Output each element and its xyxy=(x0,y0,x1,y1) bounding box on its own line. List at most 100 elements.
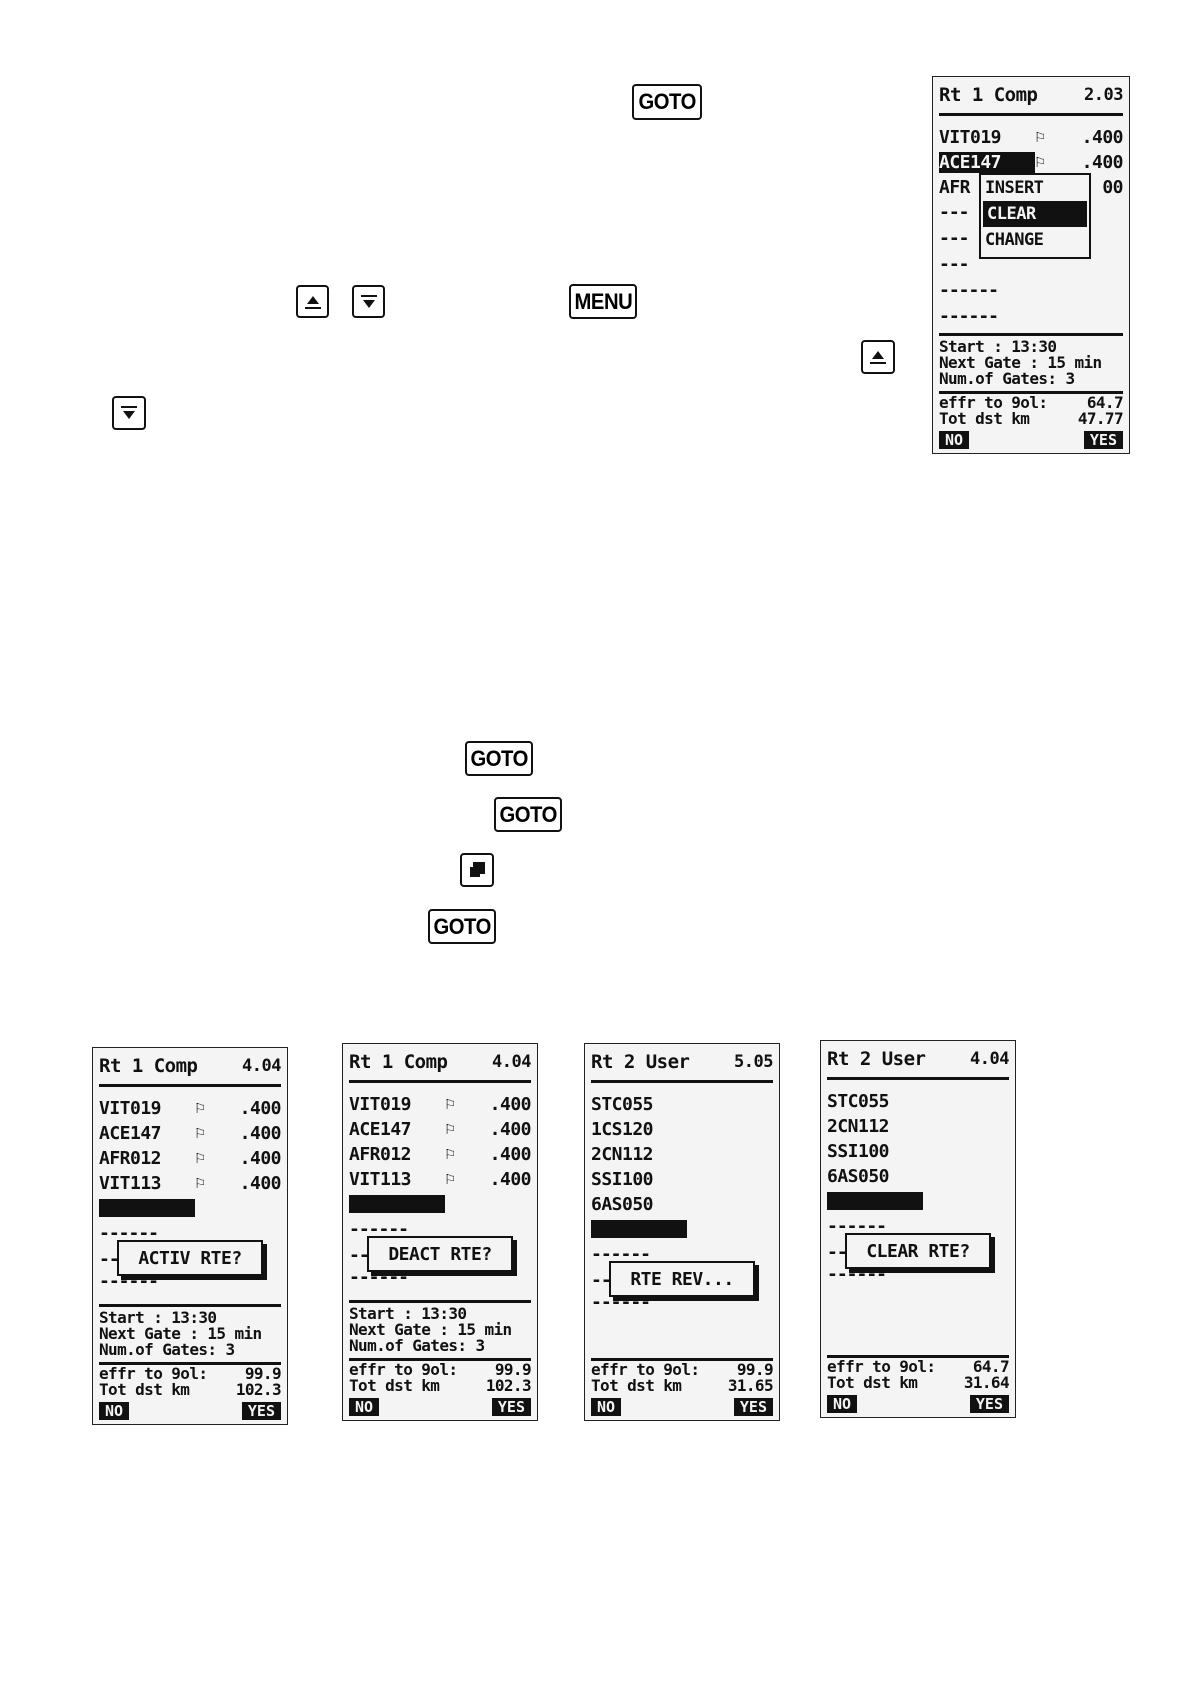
waypoint-name: STC055 xyxy=(591,1093,654,1115)
empty-slot: ------ xyxy=(827,1216,887,1237)
no-softkey[interactable]: NO xyxy=(349,1398,380,1416)
effr-label: effr to 9ol: xyxy=(827,1357,936,1376)
no-softkey[interactable]: NO xyxy=(827,1395,858,1413)
waypoint-name: AFR012 xyxy=(349,1143,412,1165)
empty-slot: ------ xyxy=(939,280,999,301)
list-item[interactable]: ACE147⚐.400 xyxy=(349,1117,532,1141)
screen-title: Rt 2 User xyxy=(827,1048,926,1070)
waypoint-alt: .400 xyxy=(489,1143,532,1165)
next-gate: Next Gate : 15 min xyxy=(939,353,1102,372)
list-item[interactable]: VIT113⚐.400 xyxy=(349,1167,532,1191)
waypoint-name: STC055 xyxy=(827,1090,890,1112)
list-item[interactable]: 6AS050 xyxy=(827,1164,1009,1188)
selected-empty-slot[interactable] xyxy=(99,1199,195,1217)
tot-label: Tot dst km xyxy=(591,1376,682,1395)
flag-icon: ⚐ xyxy=(445,1119,455,1139)
flag-icon: ⚐ xyxy=(445,1169,455,1189)
list-item-selected[interactable]: ACE147 ⚐ .400 xyxy=(939,150,1124,174)
divider xyxy=(939,391,1123,394)
waypoint-alt: 00 xyxy=(1102,176,1123,198)
softkey-bar: NO YES xyxy=(99,1402,281,1420)
divider xyxy=(827,1355,1009,1358)
goto-key[interactable]: GOTO xyxy=(632,84,702,120)
list-item[interactable]: 1CS120 xyxy=(591,1117,773,1141)
list-item[interactable]: AFR 00 xyxy=(939,175,1124,199)
up-arrow-key-icon[interactable] xyxy=(296,285,329,318)
list-item[interactable]: SSI100 xyxy=(591,1167,773,1191)
yes-softkey[interactable]: YES xyxy=(491,1398,531,1416)
menu-key[interactable]: MENU xyxy=(569,284,637,319)
tot-label: Tot dst km xyxy=(827,1373,918,1392)
yes-softkey[interactable]: YES xyxy=(1083,431,1123,449)
divider xyxy=(99,1084,281,1087)
selected-empty-slot[interactable] xyxy=(349,1195,445,1213)
flag-icon: ⚐ xyxy=(1035,127,1045,147)
list-item[interactable]: SSI100 xyxy=(827,1139,1009,1163)
empty-slot: ------ xyxy=(99,1271,159,1292)
divider xyxy=(99,1362,281,1365)
divider xyxy=(349,1080,531,1083)
screen-version: 2.03 xyxy=(1084,85,1123,105)
waypoint-name: VIT019 xyxy=(349,1093,412,1115)
goto-key[interactable]: GOTO xyxy=(494,797,562,832)
yes-softkey[interactable]: YES xyxy=(969,1395,1009,1413)
down-arrow-key-icon-2[interactable] xyxy=(112,396,146,430)
up-arrow-key-icon-2[interactable] xyxy=(861,340,895,374)
no-softkey[interactable]: NO xyxy=(591,1398,622,1416)
tot-value: 102.3 xyxy=(485,1376,532,1395)
screen-title-bar: Rt 1 Comp 2.03 xyxy=(939,81,1123,109)
tot-value: 31.65 xyxy=(727,1376,774,1395)
list-item[interactable]: 6AS050 xyxy=(591,1192,773,1216)
effr-value: 99.9 xyxy=(736,1360,774,1379)
tot-value: 31.64 xyxy=(963,1373,1010,1392)
screen-route-edit: Rt 1 Comp 2.03 VIT019 ⚐ .400 ACE147 ⚐ .4… xyxy=(932,76,1130,454)
menu-item-insert[interactable]: INSERT xyxy=(985,178,1044,198)
no-softkey[interactable]: NO xyxy=(99,1402,130,1420)
waypoint-name: SSI100 xyxy=(591,1168,654,1190)
empty-slot: ------ xyxy=(827,1264,887,1285)
waypoint-name: VIT019 xyxy=(99,1097,162,1119)
selected-empty-slot[interactable] xyxy=(827,1192,923,1210)
flag-icon: ⚐ xyxy=(195,1098,205,1118)
divider xyxy=(99,1304,281,1307)
screen-title: Rt 2 User xyxy=(591,1051,690,1073)
list-item[interactable]: STC055 xyxy=(827,1089,1009,1113)
yes-softkey[interactable]: YES xyxy=(241,1402,281,1420)
flag-icon: ⚐ xyxy=(195,1123,205,1143)
list-item[interactable]: AFR012 ⚐ .400 xyxy=(349,1142,532,1166)
start-time: Start : 13:30 xyxy=(99,1308,217,1327)
flag-icon: ⚐ xyxy=(445,1144,455,1164)
list-item[interactable]: 2CN112 xyxy=(591,1142,773,1166)
menu-item-clear[interactable]: CLEAR xyxy=(983,201,1087,227)
effr-value: 99.9 xyxy=(494,1360,532,1379)
selected-empty-slot[interactable] xyxy=(591,1220,687,1238)
softkey-bar: NO YES xyxy=(939,431,1123,449)
list-item[interactable]: STC055 xyxy=(591,1092,773,1116)
goto-key-label: GOTO xyxy=(470,745,528,771)
list-item[interactable]: ACE147⚐.400 xyxy=(99,1121,282,1145)
start-time: Start : 13:30 xyxy=(939,337,1057,356)
confirm-dialog: CLEAR RTE? xyxy=(845,1233,991,1269)
yes-softkey[interactable]: YES xyxy=(733,1398,773,1416)
list-item[interactable]: VIT019⚐.400 xyxy=(349,1092,532,1116)
goto-key[interactable]: GOTO xyxy=(465,741,533,776)
num-gates: Num.of Gates: 3 xyxy=(349,1336,485,1355)
list-item[interactable]: AFR012⚐.400 xyxy=(99,1146,282,1170)
list-item[interactable]: 2CN112 xyxy=(827,1114,1009,1138)
softkey-bar: NO YES xyxy=(591,1398,773,1416)
list-item[interactable]: VIT113⚐.400 xyxy=(99,1171,282,1195)
softkey-bar: NO YES xyxy=(827,1395,1009,1413)
list-item[interactable]: VIT019 ⚐ .400 xyxy=(939,125,1124,149)
flag-icon: ⚐ xyxy=(445,1094,455,1114)
page-key-icon[interactable] xyxy=(460,853,494,887)
menu-item-change[interactable]: CHANGE xyxy=(985,230,1044,250)
list-item[interactable]: VIT019⚐.400 xyxy=(99,1096,282,1120)
no-softkey[interactable]: NO xyxy=(939,431,970,449)
down-arrow-key-icon[interactable] xyxy=(352,285,385,318)
goto-key[interactable]: GOTO xyxy=(428,909,496,944)
